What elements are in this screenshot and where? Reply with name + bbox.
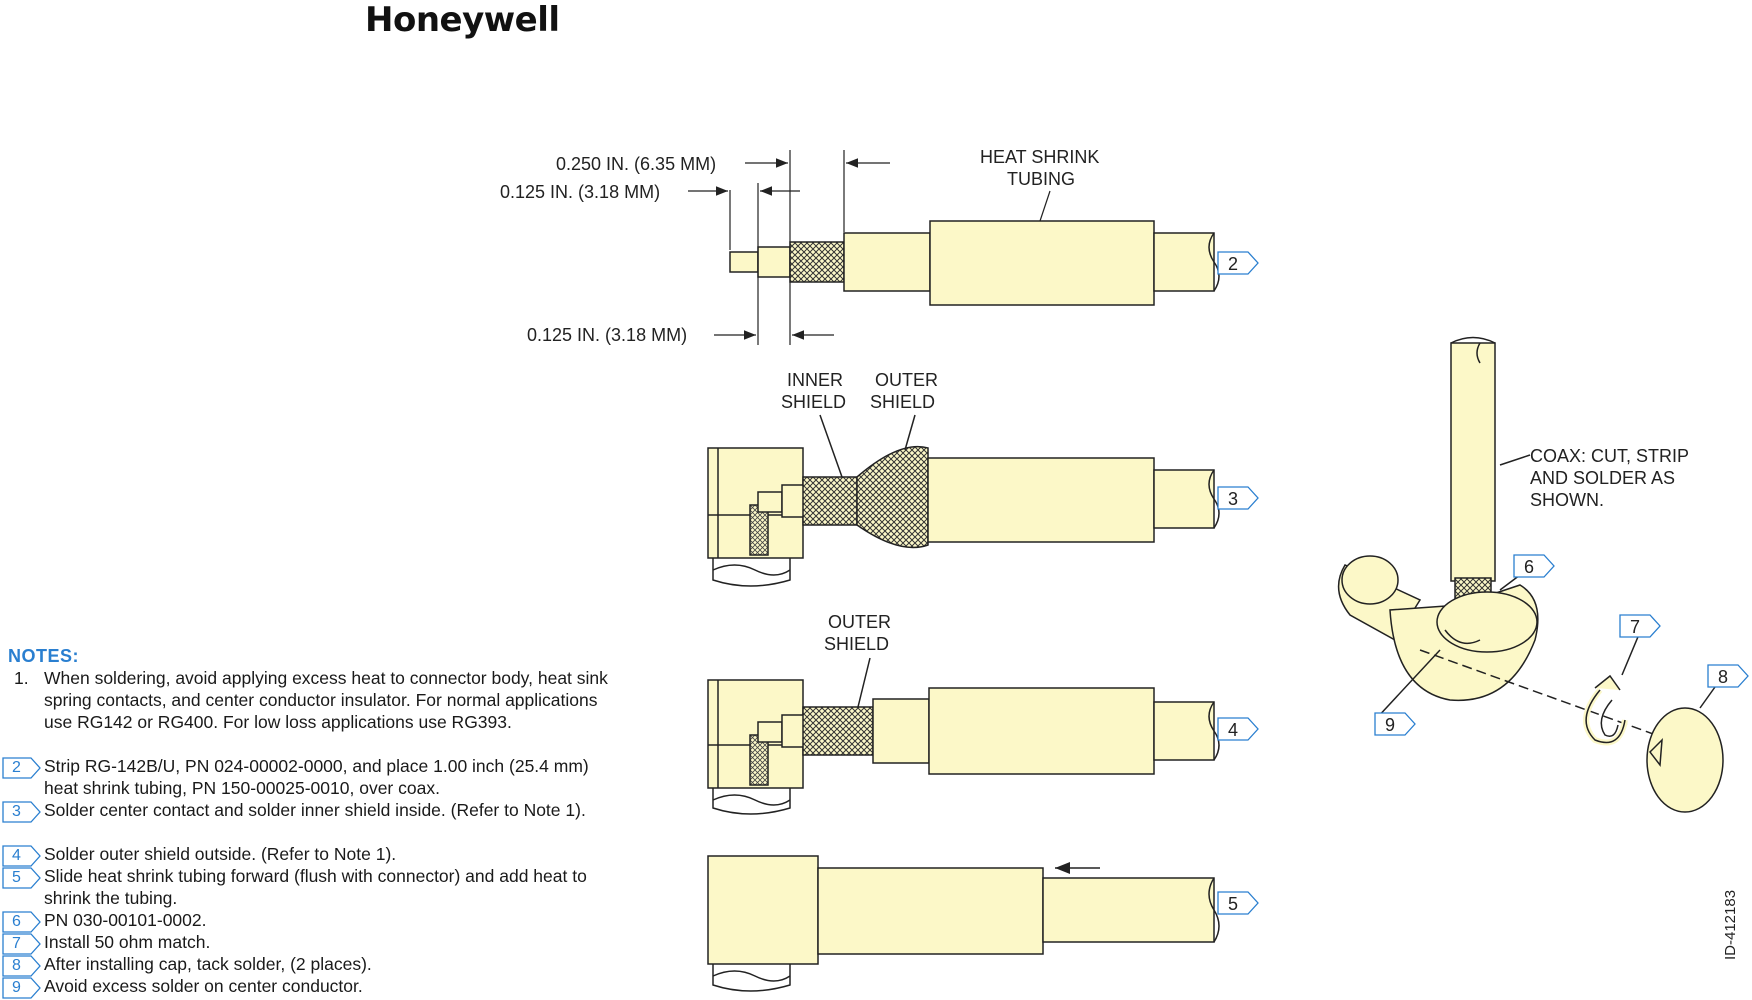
flag-9-num: 9 <box>1385 715 1395 735</box>
label-inner-shield-1: INNER <box>787 370 843 390</box>
flag-3-num: 3 <box>1228 489 1238 509</box>
notes-title: NOTES: <box>8 646 80 666</box>
dim-0250: 0.250 IN. (6.35 MM) <box>556 154 716 174</box>
flag-8-num: 8 <box>1718 667 1728 687</box>
label-outer-shield-1: OUTER <box>875 370 938 390</box>
label-heat-shrink-1: HEAT SHRINK <box>980 147 1099 167</box>
label-heat-shrink-2: TUBING <box>1007 169 1075 189</box>
note-number: 4 <box>12 847 21 864</box>
note-flag: 3 <box>2 801 41 823</box>
label-coax-1: COAX: CUT, STRIP <box>1530 446 1689 466</box>
flag-4-num: 4 <box>1228 720 1238 740</box>
note-text: After installing cap, tack solder, (2 pl… <box>44 954 372 974</box>
step5-assembly <box>707 855 1220 992</box>
flag-7-num: 7 <box>1630 617 1640 637</box>
note-flag: 6 <box>2 911 41 933</box>
note-number: 7 <box>12 935 21 952</box>
note-number: 9 <box>12 979 21 996</box>
note-number: 2 <box>12 759 21 776</box>
note-text: Avoid excess solder on center conductor. <box>44 976 363 996</box>
label-outer-shield-2: SHIELD <box>870 392 935 412</box>
honeywell-logo: Honeywell <box>365 0 560 40</box>
note-text: Solder outer shield outside. (Refer to N… <box>44 844 397 864</box>
label-outer-shield-4-2: SHIELD <box>824 634 889 654</box>
flag-6-num: 6 <box>1524 557 1534 577</box>
note-flag: 5 <box>2 867 41 889</box>
note-number: 8 <box>12 957 21 974</box>
label-inner-shield-2: SHIELD <box>781 392 846 412</box>
flag-3 <box>1217 486 1259 510</box>
label-outer-shield-4-1: OUTER <box>828 612 891 632</box>
dim-0125-top: 0.125 IN. (3.18 MM) <box>500 182 660 202</box>
flag-5-num: 5 <box>1228 894 1238 914</box>
flag-9 <box>1374 712 1416 736</box>
flag-8 <box>1707 664 1749 688</box>
note-flag: 7 <box>2 933 41 955</box>
note-text: Solder center contact and solder inner s… <box>44 800 586 820</box>
note-text: When soldering, avoid applying excess he… <box>44 668 608 732</box>
label-coax-2: AND SOLDER AS <box>1530 468 1675 488</box>
step4-assembly <box>707 657 1220 815</box>
flag-2-num: 2 <box>1228 254 1238 274</box>
note-number: 6 <box>12 913 21 930</box>
note-number: 5 <box>12 869 21 886</box>
note-text: Strip RG-142B/U, PN 024-00002-0000, and … <box>44 756 589 798</box>
note-number: 1. <box>14 668 29 688</box>
note-text: Slide heat shrink tubing forward (flush … <box>44 866 587 908</box>
stripped-coax <box>729 220 1220 306</box>
note-flag: 8 <box>2 955 41 977</box>
note-flag: 2 <box>2 757 41 779</box>
step3-assembly <box>707 414 1220 587</box>
dim-0125-bottom: 0.125 IN. (3.18 MM) <box>527 325 687 345</box>
flag-4 <box>1217 717 1259 741</box>
note-text: Install 50 ohm match. <box>44 932 211 952</box>
connector-isometric <box>1337 336 1724 813</box>
flag-5 <box>1217 891 1259 915</box>
note-text: PN 030-00101-0002. <box>44 910 207 930</box>
flag-7 <box>1619 614 1661 638</box>
note-flag: 9 <box>2 977 41 999</box>
flag-6 <box>1513 554 1555 578</box>
label-coax-3: SHOWN. <box>1530 490 1604 510</box>
note-flag: 4 <box>2 845 41 867</box>
document-id: ID-412183 <box>1722 889 1739 960</box>
note-number: 3 <box>12 803 21 820</box>
flag-2 <box>1217 251 1259 275</box>
